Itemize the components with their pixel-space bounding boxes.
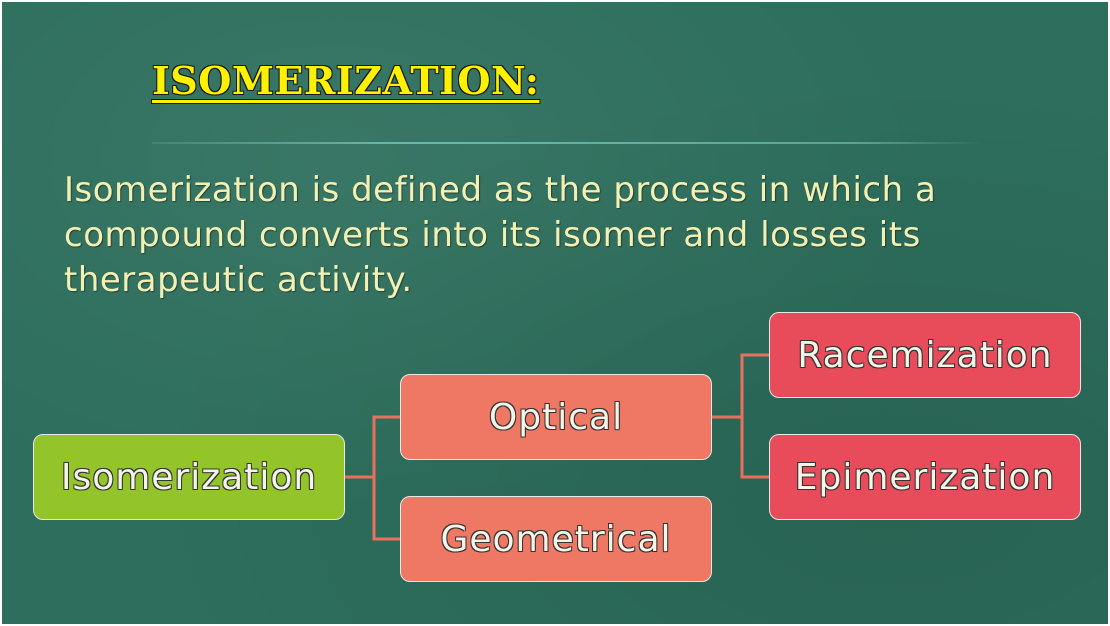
node-geometrical: Geometrical — [400, 496, 712, 582]
connector-optical-epimerization — [712, 415, 769, 479]
node-epimerization: Epimerization — [769, 434, 1081, 520]
node-racemization: Racemization — [769, 312, 1081, 398]
connector-optical-racemization — [712, 353, 769, 419]
connector-root-optical — [345, 415, 400, 479]
node-isomerization: Isomerization — [33, 434, 345, 520]
node-optical: Optical — [400, 374, 712, 460]
connector-root-geometrical — [345, 475, 400, 541]
title-divider — [152, 142, 982, 144]
slide-title: ISOMERIZATION: — [152, 58, 540, 103]
definition-text: Isomerization is defined as the process … — [64, 170, 937, 300]
